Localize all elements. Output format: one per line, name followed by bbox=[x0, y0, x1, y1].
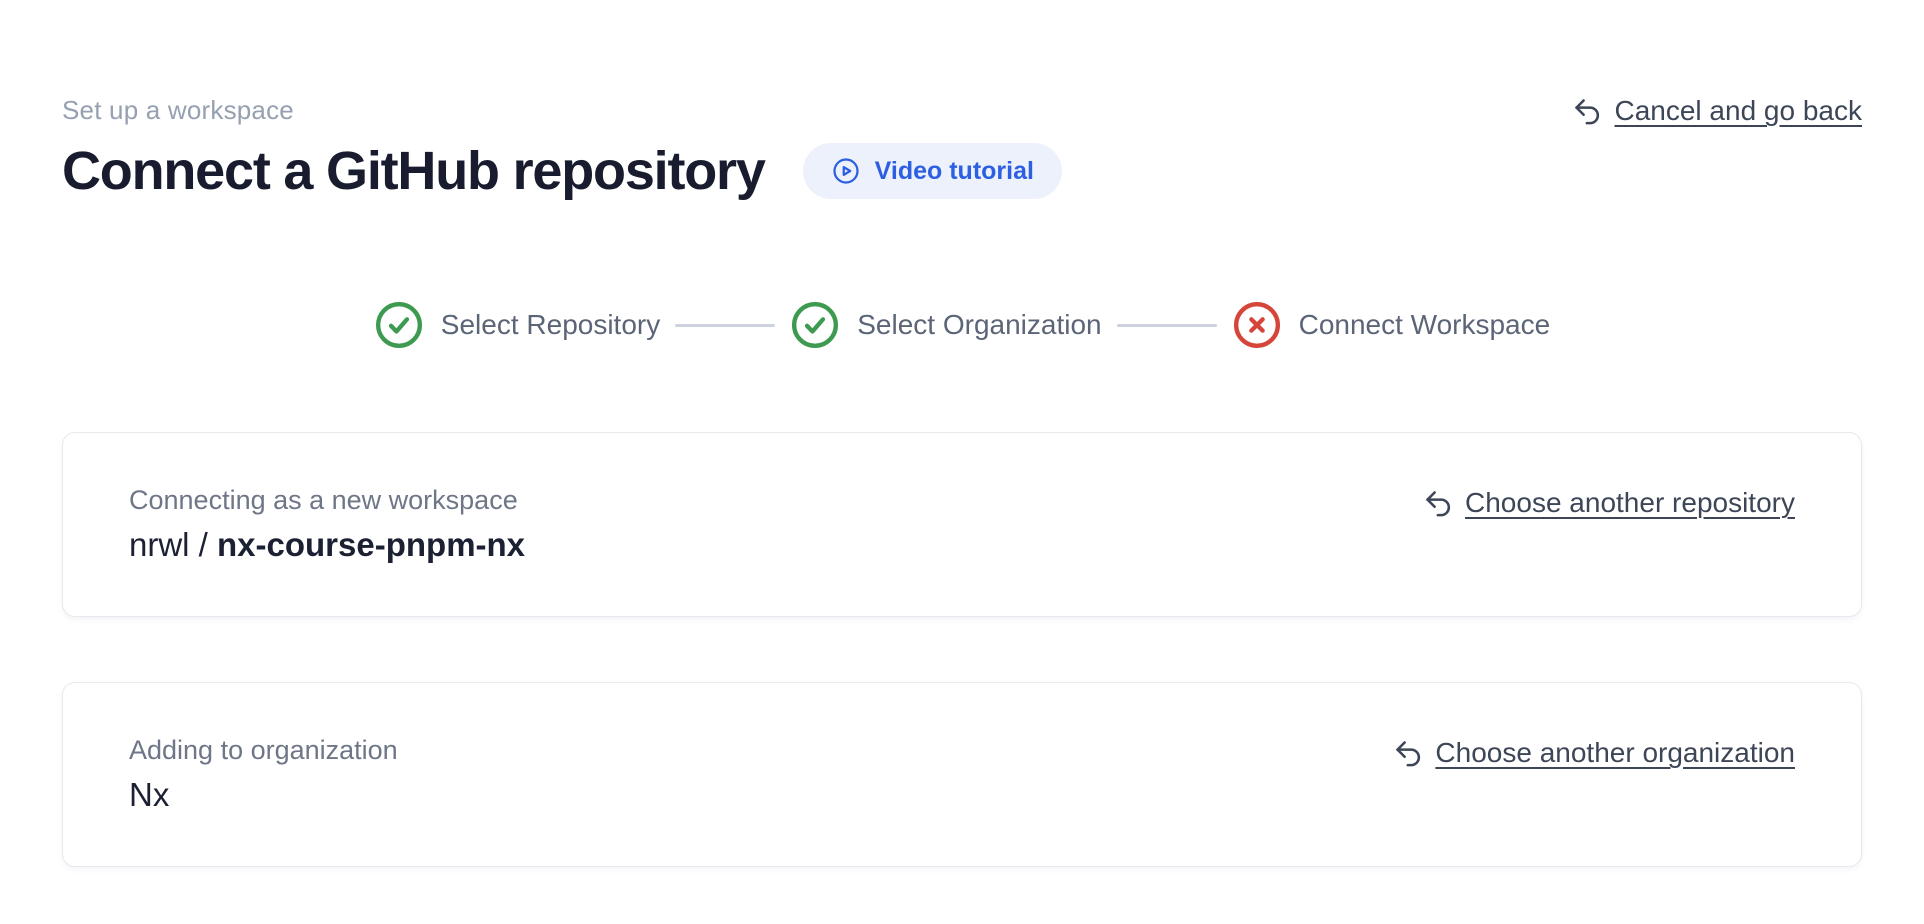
undo-arrow-icon bbox=[1423, 488, 1454, 519]
step-label: Select Repository bbox=[440, 309, 661, 340]
x-circle-icon bbox=[1232, 300, 1282, 350]
step-select-organization: Select Organization bbox=[790, 300, 1102, 350]
step-connector bbox=[1116, 323, 1217, 327]
step-connect-workspace: Connect Workspace bbox=[1232, 300, 1551, 350]
choose-another-repository-link[interactable]: Choose another repository bbox=[1423, 487, 1795, 519]
setup-stepper: Select Repository Select Organization Co… bbox=[62, 300, 1862, 350]
check-circle-icon bbox=[790, 300, 840, 350]
play-circle-icon bbox=[831, 156, 861, 186]
video-tutorial-label: Video tutorial bbox=[874, 156, 1034, 185]
repository-card-label: Connecting as a new workspace bbox=[129, 485, 518, 515]
choose-another-organization-link[interactable]: Choose another organization bbox=[1393, 737, 1795, 769]
header-left: Set up a workspace Connect a GitHub repo… bbox=[62, 95, 1062, 202]
step-connector bbox=[675, 323, 776, 327]
organization-card-label: Adding to organization bbox=[129, 735, 398, 765]
cancel-link-label: Cancel and go back bbox=[1614, 95, 1862, 126]
step-label: Select Organization bbox=[857, 309, 1102, 340]
choose-organization-label: Choose another organization bbox=[1435, 737, 1795, 768]
repository-owner: nrwl / bbox=[129, 526, 218, 563]
page-title: Connect a GitHub repository bbox=[62, 141, 766, 201]
organization-name: Nx bbox=[129, 776, 170, 813]
organization-card-text: Adding to organization Nx bbox=[129, 735, 398, 814]
organization-card: Adding to organization Nx Choose another… bbox=[62, 682, 1862, 867]
breadcrumb: Set up a workspace bbox=[62, 95, 294, 125]
title-row: Connect a GitHub repository Video tutori… bbox=[62, 140, 1062, 202]
setup-workspace-page: Set up a workspace Connect a GitHub repo… bbox=[62, 0, 1862, 867]
repository-card: Connecting as a new workspace nrwl / nx-… bbox=[62, 432, 1862, 617]
choose-repository-label: Choose another repository bbox=[1465, 487, 1795, 518]
page-header: Set up a workspace Connect a GitHub repo… bbox=[62, 0, 1862, 202]
cancel-and-go-back-link[interactable]: Cancel and go back bbox=[1572, 95, 1862, 127]
undo-arrow-icon bbox=[1572, 96, 1603, 127]
undo-arrow-icon bbox=[1393, 738, 1424, 769]
step-label: Connect Workspace bbox=[1298, 309, 1551, 340]
repository-name: nrwl / nx-course-pnpm-nx bbox=[129, 526, 525, 564]
repository-card-text: Connecting as a new workspace nrwl / nx-… bbox=[129, 485, 525, 564]
repository-slug: nx-course-pnpm-nx bbox=[217, 526, 526, 563]
video-tutorial-button[interactable]: Video tutorial bbox=[802, 143, 1062, 199]
step-select-repository: Select Repository bbox=[374, 300, 660, 350]
check-circle-icon bbox=[374, 300, 424, 350]
